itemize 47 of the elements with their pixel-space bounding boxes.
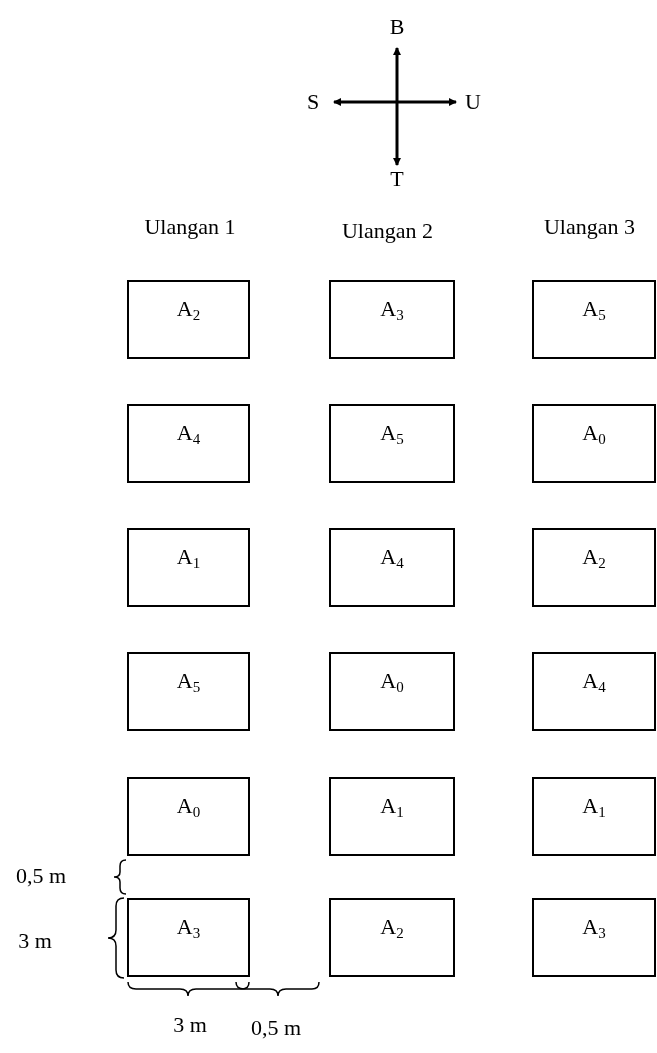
plot-box xyxy=(329,280,455,359)
column-header: Ulangan 2 xyxy=(341,218,434,244)
plot-label: A$_{4}$ xyxy=(380,544,404,570)
plot-label: A$_{0}$ xyxy=(380,668,404,694)
plot-box xyxy=(532,404,656,483)
plot-box xyxy=(532,652,656,731)
column-header: Ulangan 1 xyxy=(143,214,237,240)
plot-label: A$_{4}$ xyxy=(176,420,201,446)
plot-box xyxy=(532,528,656,607)
plot-box xyxy=(329,777,455,856)
plot-box xyxy=(329,898,455,977)
plot-box xyxy=(127,404,250,483)
direction-label: U xyxy=(464,89,482,115)
direction-label: B xyxy=(388,14,406,40)
plot-box xyxy=(532,777,656,856)
direction-label: S xyxy=(305,89,321,115)
plot-label: A$_{4}$ xyxy=(582,668,606,694)
plot-box xyxy=(532,898,656,977)
plot-box xyxy=(127,777,250,856)
plot-label: A$_{1}$ xyxy=(380,793,404,819)
plot-label: A$_{5}$ xyxy=(176,668,201,694)
plot-label: A$_{5}$ xyxy=(582,296,606,322)
plot-box xyxy=(329,404,455,483)
plot-label: A$_{1}$ xyxy=(582,793,606,819)
plot-box xyxy=(127,280,250,359)
direction-label: T xyxy=(389,166,405,192)
dimension-label: 0,5 m xyxy=(14,863,68,889)
plot-label: A$_{3}$ xyxy=(582,914,606,940)
plot-label: A$_{0}$ xyxy=(582,420,606,446)
plot-box xyxy=(329,652,455,731)
plot-label: A$_{2}$ xyxy=(380,914,404,940)
plot-box xyxy=(127,528,250,607)
plot-label: A$_{1}$ xyxy=(176,544,201,570)
dimension-label: 0,5 m xyxy=(249,1015,303,1041)
column-header: Ulangan 3 xyxy=(543,214,636,240)
plot-label: A$_{2}$ xyxy=(176,296,201,322)
plot-box xyxy=(127,898,250,977)
plot-label: A$_{0}$ xyxy=(176,793,201,819)
dimension-label: 3 m xyxy=(17,928,53,954)
plot-box xyxy=(532,280,656,359)
plot-box xyxy=(329,528,455,607)
plot-label: A$_{3}$ xyxy=(176,914,201,940)
dimension-label: 3 m xyxy=(172,1012,208,1038)
plot-label: A$_{2}$ xyxy=(582,544,606,570)
plot-label: A$_{5}$ xyxy=(380,420,404,446)
plot-box xyxy=(127,652,250,731)
plot-label: A$_{3}$ xyxy=(380,296,404,322)
